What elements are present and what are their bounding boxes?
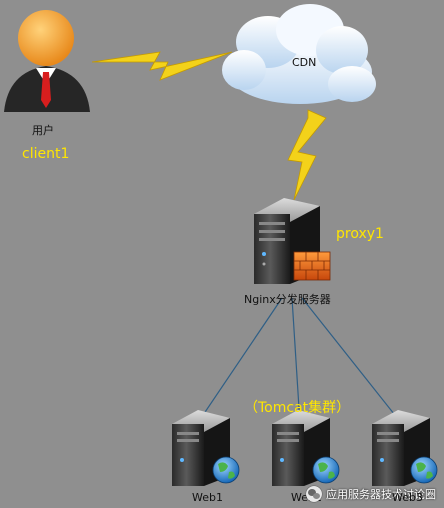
web3-server-icon (372, 410, 430, 486)
user-label: 用户 (32, 124, 54, 137)
lightning-bolt-user-cdn (91, 51, 233, 81)
cdn-label: CDN (292, 56, 317, 69)
web1-globe-icon (212, 456, 240, 484)
web2-globe-icon (312, 456, 340, 484)
connector-lines (196, 297, 403, 425)
web1-label: Web1 (192, 491, 223, 504)
web3-globe-icon (410, 456, 438, 484)
cluster-label: （Tomcat集群） (244, 400, 351, 416)
connector-proxy-web2 (291, 297, 301, 425)
connector-proxy-web3 (301, 297, 403, 425)
client-label: client1 (22, 146, 70, 162)
wechat-icon (306, 486, 322, 502)
web3-label: Web3 (392, 491, 423, 504)
connector-proxy-web1 (196, 297, 283, 425)
user-avatar-icon (4, 10, 90, 112)
lightning-bolt-cdn-proxy (287, 109, 327, 201)
firewall-icon (293, 251, 331, 281)
cdn-cloud-icon (222, 4, 376, 104)
watermark: 应用服务器技术讨论圈 (306, 486, 436, 502)
watermark-text: 应用服务器技术讨论圈 (326, 488, 436, 501)
proxy-label: Nginx分发服务器 (244, 293, 331, 306)
proxy-sublabel: proxy1 (336, 226, 384, 242)
